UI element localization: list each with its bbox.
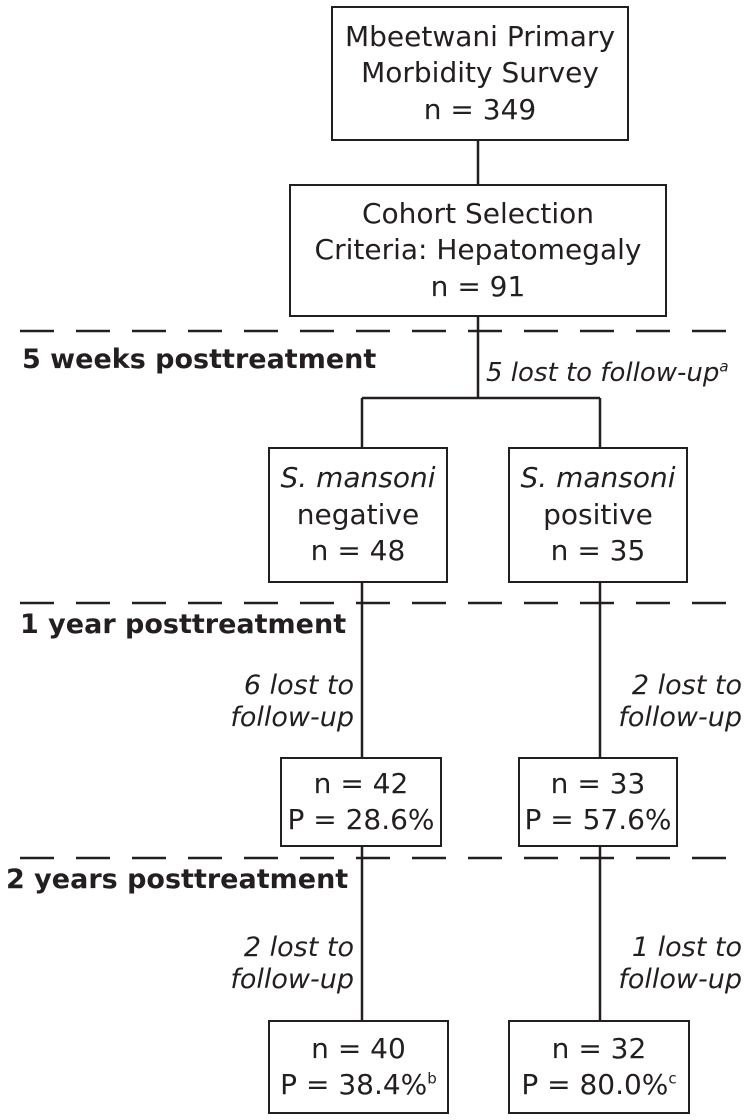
y2-neg-count: n = 40 xyxy=(311,1031,406,1065)
y2-neg-prevalence-line: P = 38.4%b xyxy=(280,1067,437,1103)
survey-title-line2: Morbidity Survey xyxy=(361,56,599,90)
y1-neg-box: n = 42 P = 28.6% xyxy=(280,757,442,847)
y2-neg-box: n = 40 P = 38.4%b xyxy=(268,1020,449,1114)
survey-title-line1: Mbeetwani Primary xyxy=(344,19,616,53)
cohort-title-line1: Cohort Selection xyxy=(362,196,594,230)
y2-pos-lost-line1: 1 lost to xyxy=(631,932,742,963)
y2-neg-prevalence: P = 38.4% xyxy=(280,1068,428,1101)
cohort-title-line2: Criteria: Hepatomegaly xyxy=(314,233,642,267)
positive-box: S. mansoni positive n = 35 xyxy=(508,447,688,583)
negative-status: negative xyxy=(296,497,420,531)
cohort-box: Cohort Selection Criteria: Hepatomegaly … xyxy=(289,184,667,317)
y2-neg-lost-line1: 2 lost to xyxy=(243,932,354,963)
phase-label-5weeks: 5 weeks posttreatment xyxy=(22,344,377,375)
footnote-b: b xyxy=(427,1069,437,1088)
positive-species: S. mansoni xyxy=(520,461,676,495)
footnote-c: c xyxy=(668,1069,677,1088)
y2-neg-lost-line2: follow-up xyxy=(230,964,354,996)
y1-pos-prevalence: P = 57.6% xyxy=(524,803,672,836)
y2-pos-prevalence-line: P = 80.0%c xyxy=(521,1067,676,1103)
y2-pos-count: n = 32 xyxy=(551,1031,647,1065)
lost-5weeks-label: 5 lost to follow-upa xyxy=(486,358,729,389)
y2-pos-lost-label: 1 lost to follow-up xyxy=(600,932,742,997)
y1-neg-prevalence: P = 28.6% xyxy=(287,803,435,836)
phase-label-1year: 1 year posttreatment xyxy=(20,609,347,640)
footnote-a: a xyxy=(719,357,729,376)
y1-pos-lost-line2: follow-up xyxy=(618,702,742,734)
negative-count: n = 48 xyxy=(310,534,406,568)
lost-5weeks-text: 5 lost to follow-up xyxy=(486,358,720,388)
survey-count: n = 349 xyxy=(423,92,537,126)
negative-box: S. mansoni negative n = 48 xyxy=(268,447,448,583)
y1-pos-count: n = 33 xyxy=(550,766,646,800)
y2-pos-box: n = 32 P = 80.0%c xyxy=(508,1020,690,1114)
cohort-count: n = 91 xyxy=(430,269,526,303)
positive-status: positive xyxy=(543,497,653,531)
y1-pos-lost-label: 2 lost to follow-up xyxy=(600,670,742,735)
negative-species: S. mansoni xyxy=(280,461,436,495)
y1-neg-lost-line1: 6 lost to xyxy=(243,670,354,701)
y2-pos-lost-line2: follow-up xyxy=(618,964,742,996)
y1-neg-count: n = 42 xyxy=(313,766,409,800)
survey-box: Mbeetwani Primary Morbidity Survey n = 3… xyxy=(331,6,629,141)
phase-label-2years: 2 years posttreatment xyxy=(6,864,349,895)
y1-neg-lost-line2: follow-up xyxy=(230,702,354,734)
y2-pos-prevalence: P = 80.0% xyxy=(521,1068,669,1101)
positive-count: n = 35 xyxy=(550,534,646,568)
y1-neg-lost-label: 6 lost to follow-up xyxy=(214,670,354,735)
y1-pos-lost-line1: 2 lost to xyxy=(631,670,742,701)
y1-pos-box: n = 33 P = 57.6% xyxy=(518,757,678,847)
y2-neg-lost-label: 2 lost to follow-up xyxy=(214,932,354,997)
